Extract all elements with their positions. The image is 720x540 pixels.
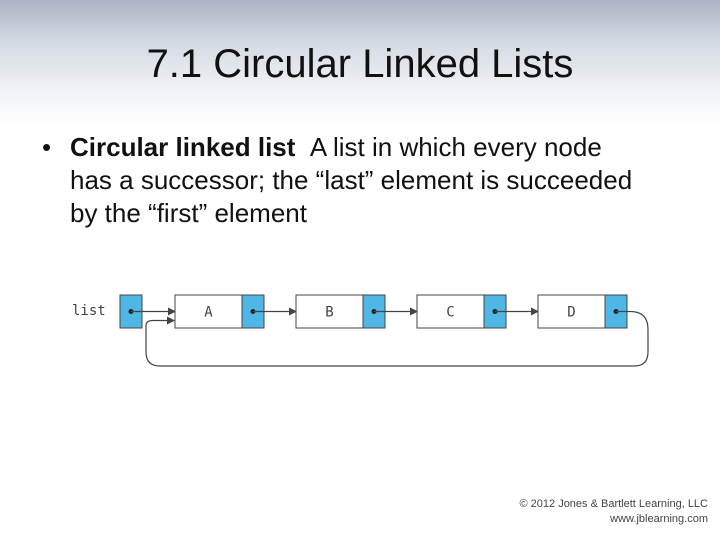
publisher-url: www.jblearning.com bbox=[610, 513, 708, 525]
node-label: C bbox=[446, 305, 454, 321]
copyright-notice: © 2012 Jones & Bartlett Learning, LLC ww… bbox=[520, 497, 709, 527]
bullet-item: • Circular linked list A list in which e… bbox=[42, 131, 642, 230]
circular-linked-list-diagram: list A B C D bbox=[72, 294, 649, 367]
node-data-field bbox=[416, 294, 485, 329]
copyright-line: © 2012 Jones & Bartlett Learning, LLC bbox=[519, 498, 709, 510]
node-label: A bbox=[204, 305, 213, 321]
wraparound-arrow bbox=[145, 310, 649, 367]
node-data-field bbox=[295, 294, 364, 329]
bullet-marker: • bbox=[42, 132, 52, 162]
slide-title: 7.1 Circular Linked Lists bbox=[146, 42, 574, 86]
bullet-term: Circular linked list bbox=[70, 132, 296, 162]
list-pointer-label: list bbox=[72, 303, 106, 319]
node-label: D bbox=[567, 305, 575, 321]
bullet-text: Circular linked list A list in which eve… bbox=[70, 131, 642, 230]
node-data-field bbox=[537, 294, 606, 329]
node-label: B bbox=[325, 305, 333, 321]
bullet-definition: A list in which every node has a success… bbox=[70, 132, 633, 228]
